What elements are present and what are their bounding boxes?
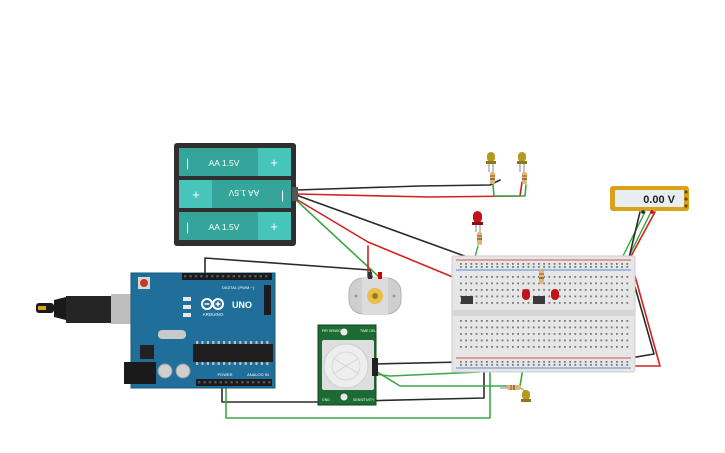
pir-label-top-right: TIME DELAY — [360, 329, 381, 333]
wire-green-meter-1[interactable] — [619, 211, 646, 263]
wire-black-meter[interactable] — [627, 211, 655, 359]
led-yellow-1[interactable] — [486, 152, 496, 184]
pir-label-bottom-left: GND — [322, 398, 330, 402]
battery-pack[interactable]: | AA 1.5V + + AA 1.5V | | AA 1.5V + — [174, 143, 298, 246]
resistor-2[interactable] — [522, 172, 527, 184]
atmega-chip — [193, 344, 273, 362]
wire-green-arduino-signal[interactable] — [225, 361, 491, 419]
wire-black-battery-bb[interactable] — [295, 194, 471, 259]
cell-3-plus: + — [270, 219, 278, 234]
cell-1-minus: | — [186, 156, 189, 170]
power-jack — [124, 362, 156, 384]
pir-label-bottom-right: SENSITIVITY — [353, 398, 375, 402]
cell-2-minus: | — [281, 188, 284, 202]
pir-potentiometer-2[interactable] — [340, 393, 348, 401]
pir-potentiometer-1[interactable] — [340, 328, 348, 336]
battery-cell-1: | AA 1.5V + — [179, 148, 291, 176]
pir-label-top-left: PIR SENSOR — [322, 329, 344, 333]
bb-led-red-2[interactable] — [551, 289, 559, 300]
led-red-top[interactable] — [472, 211, 483, 245]
cell-2-plus: + — [192, 187, 200, 202]
analog-label: ANALOG IN — [247, 372, 269, 377]
wire-red-battery-bb[interactable] — [295, 198, 461, 281]
wire-green-pir-2[interactable] — [373, 371, 481, 377]
bb-transistor-1[interactable] — [461, 296, 473, 304]
digital-header — [182, 273, 272, 280]
arduino-uno[interactable]: DIGITAL (PWM ~) UNO ARDUINO POWER ANALOG… — [36, 272, 276, 389]
battery-cell-3: | AA 1.5V + — [179, 212, 291, 240]
usb-cable — [66, 296, 111, 323]
cell-3-minus: | — [186, 220, 189, 234]
crystal — [158, 330, 186, 339]
cell-2-label: AA 1.5V — [228, 188, 259, 198]
pir-sensor[interactable]: PIR SENSOR TIME DELAY GND SENSITIVITY — [317, 324, 381, 406]
wire-green-battery-motor[interactable] — [295, 199, 379, 277]
cell-3-label: AA 1.5V — [209, 222, 240, 232]
wire-red-battery-led[interactable] — [295, 181, 523, 198]
led-yellow-2[interactable] — [517, 152, 527, 184]
cell-1-plus: + — [270, 155, 278, 170]
resistor-1[interactable] — [490, 172, 495, 184]
arduino-brand: ARDUINO — [203, 312, 224, 317]
bb-resistor[interactable] — [539, 270, 544, 284]
power-label: POWER — [217, 372, 232, 377]
wire-green-led-link[interactable] — [492, 184, 527, 197]
reset-button[interactable] — [140, 279, 148, 287]
wire-red-meter[interactable] — [629, 211, 661, 367]
breadboard[interactable] — [451, 255, 636, 373]
cell-1-label: AA 1.5V — [209, 158, 240, 168]
breadboard-holes — [460, 263, 629, 366]
dc-motor[interactable] — [348, 272, 402, 315]
arduino-logo: UNO ARDUINO — [201, 298, 252, 317]
wire-black-battery-led[interactable] — [295, 179, 501, 191]
battery-cell-2: + AA 1.5V | — [179, 180, 291, 208]
bb-led-red-1[interactable] — [522, 289, 530, 300]
led-yellow-bottom[interactable] — [500, 385, 531, 402]
power-analog-header — [196, 379, 272, 386]
bb-transistor-2[interactable] — [533, 296, 545, 304]
arduino-model: UNO — [232, 300, 252, 310]
wire-green-pir-bb[interactable] — [373, 361, 525, 387]
multimeter-reading: 0.00 V — [643, 194, 675, 206]
digital-label: DIGITAL (PWM ~) — [222, 285, 255, 290]
wire-black-pir-bb[interactable] — [373, 361, 463, 365]
multimeter[interactable]: 0.00 V — [610, 186, 689, 214]
